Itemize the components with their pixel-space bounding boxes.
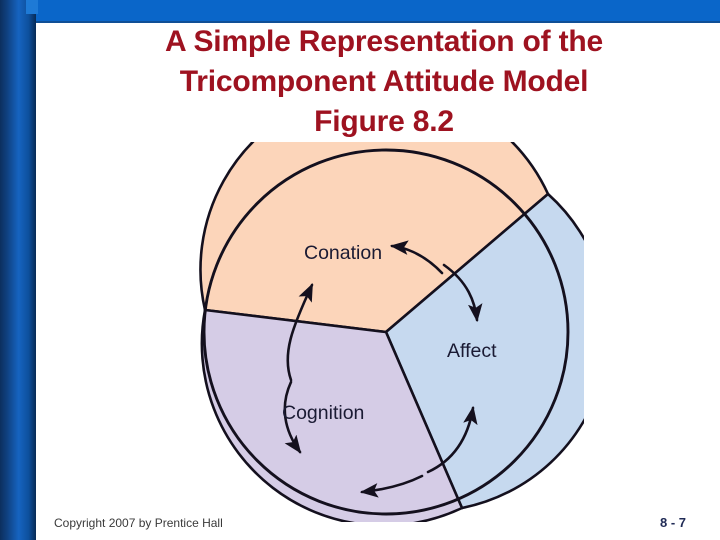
arrow-conation-to-affect bbox=[442, 263, 483, 323]
wedge-conation bbox=[199, 142, 550, 334]
label-cognition: Cognition bbox=[282, 402, 364, 424]
flow-arrows bbox=[283, 240, 483, 498]
tricomponent-attitude-diagram: Conation Affect Cognition bbox=[196, 142, 584, 522]
label-affect: Affect bbox=[447, 340, 497, 362]
arrow-cognition-to-affect bbox=[426, 405, 478, 474]
arrow-conation-cognition-down bbox=[283, 380, 302, 454]
slide-title-line-2: Tricomponent Attitude Model bbox=[179, 65, 589, 98]
slide-title-line-1: A Simple Representation of the bbox=[165, 25, 603, 58]
top-accent-band-edge bbox=[36, 21, 720, 23]
corner-notch bbox=[26, 0, 38, 14]
page-number: 8 - 7 bbox=[660, 515, 687, 530]
arrow-conation-cognition-up bbox=[286, 283, 314, 382]
left-accent-band bbox=[0, 0, 36, 540]
top-accent-band bbox=[36, 0, 720, 22]
sector-labels: Conation Affect Cognition bbox=[282, 242, 497, 424]
label-conation: Conation bbox=[304, 242, 382, 264]
copyright-text: Copyright 2007 by Prentice Hall bbox=[54, 516, 223, 530]
diagram-outer-circle-top bbox=[202, 148, 570, 516]
arrow-affect-to-conation bbox=[389, 240, 444, 275]
slide-title-line-3: Figure 8.2 bbox=[314, 105, 454, 138]
slide-title: A Simple Representation of the Tricompon… bbox=[60, 22, 708, 142]
wedge-affect bbox=[384, 192, 584, 510]
pie-sectors-final bbox=[199, 142, 584, 522]
arrow-affect-to-cognition bbox=[359, 474, 424, 498]
